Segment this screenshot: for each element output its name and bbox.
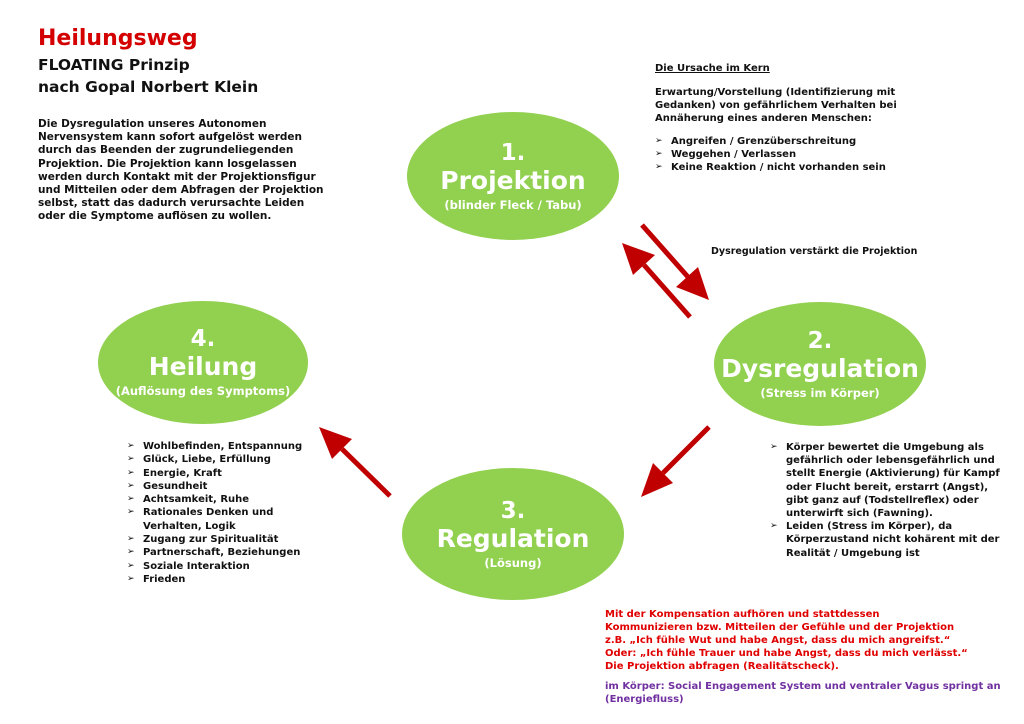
list-item: Wohlbefinden, Entspannung xyxy=(127,440,317,454)
cause-heading: Die Ursache im Kern xyxy=(655,63,770,74)
list-item: Frieden xyxy=(127,573,317,587)
stage-number: 2. xyxy=(807,327,833,354)
stage-ellipse-regulation: 3. Regulation (Lösung) xyxy=(402,468,624,600)
stage-description: (blinder Fleck / Tabu) xyxy=(444,197,582,212)
regulation-line: Die Projektion abfragen (Realitätscheck)… xyxy=(605,661,839,672)
stage-name: Projektion xyxy=(440,165,586,195)
stage-description: (Auflösung des Symptoms) xyxy=(115,384,291,398)
list-item: Gesundheit xyxy=(127,480,317,494)
subtitle-line-2: nach Gopal Norbert Klein xyxy=(38,78,259,96)
cause-list: Angreifen / Grenzüberschreitung Weggehen… xyxy=(655,135,925,174)
cause-section: Die Ursache im Kern Erwartung/Vorstellun… xyxy=(655,62,925,174)
stage-name: Dysregulation xyxy=(721,353,919,383)
cause-text: Erwartung/Vorstellung (Identifizierung m… xyxy=(655,87,897,124)
healing-list: Wohlbefinden, Entspannung Glück, Liebe, … xyxy=(127,440,317,587)
list-item: Leiden (Stress im Körper), da Körperzust… xyxy=(770,520,1000,560)
list-item: Soziale Interaktion xyxy=(127,560,317,574)
arrow-dysregulation-to-regulation xyxy=(641,425,711,497)
intro-text: Die Dysregulation unseres Autonomen Nerv… xyxy=(38,118,324,223)
list-item: Körper bewertet die Umgebung als gefährl… xyxy=(770,441,1000,520)
list-item: Glück, Liebe, Erfüllung xyxy=(127,453,317,467)
arrow-dysregulation-to-projection xyxy=(622,243,692,319)
stage-description: (Stress im Körper) xyxy=(760,385,880,400)
list-item: Zugang zur Spiritualität xyxy=(127,533,317,547)
list-item: Angreifen / Grenzüberschreitung xyxy=(655,135,925,148)
list-item: Keine Reaktion / nicht vorhanden sein xyxy=(655,161,925,174)
regulation-line: Oder: „Ich fühle Trauer und habe Angst, … xyxy=(605,648,968,659)
regulation-text: Mit der Kompensation aufhören und stattd… xyxy=(605,608,1005,673)
arrow-regulation-to-healing xyxy=(319,427,392,498)
stage-number: 1. xyxy=(500,139,526,166)
stage-number: 4. xyxy=(190,326,216,352)
page-title: Heilungsweg xyxy=(38,26,198,51)
list-item: Weggehen / Verlassen xyxy=(655,148,925,161)
stage-name: Heilung xyxy=(148,352,258,381)
dysregulation-note: Dysregulation verstärkt die Projektion xyxy=(711,246,918,257)
stage-ellipse-heilung: 4. Heilung (Auflösung des Symptoms) xyxy=(98,301,308,424)
list-item: Partnerschaft, Beziehungen xyxy=(127,546,317,560)
dysregulation-list: Körper bewertet die Umgebung als gefährl… xyxy=(770,441,1000,560)
arrow-projection-to-dysregulation xyxy=(640,223,709,300)
list-item: Achtsamkeit, Ruhe xyxy=(127,493,317,507)
regulation-line: z.B. „Ich fühle Wut und habe Angst, dass… xyxy=(605,635,951,646)
regulation-line: Kommunizieren bzw. Mitteilen der Gefühle… xyxy=(605,622,955,633)
list-item: Rationales Denken und Verhalten, Logik xyxy=(127,506,317,533)
body-response-text: im Körper: Social Engagement System und … xyxy=(605,681,1001,705)
list-item: Energie, Kraft xyxy=(127,467,317,481)
stage-name: Regulation xyxy=(436,523,590,553)
stage-description: (Lösung) xyxy=(484,555,542,570)
regulation-line: Mit der Kompensation aufhören und stattd… xyxy=(605,609,880,620)
stage-number: 3. xyxy=(500,497,526,524)
subtitle-line-1: FLOATING Prinzip xyxy=(38,56,190,74)
stage-ellipse-projektion: 1. Projektion (blinder Fleck / Tabu) xyxy=(407,112,619,240)
stage-ellipse-dysregulation: 2. Dysregulation (Stress im Körper) xyxy=(714,302,926,426)
